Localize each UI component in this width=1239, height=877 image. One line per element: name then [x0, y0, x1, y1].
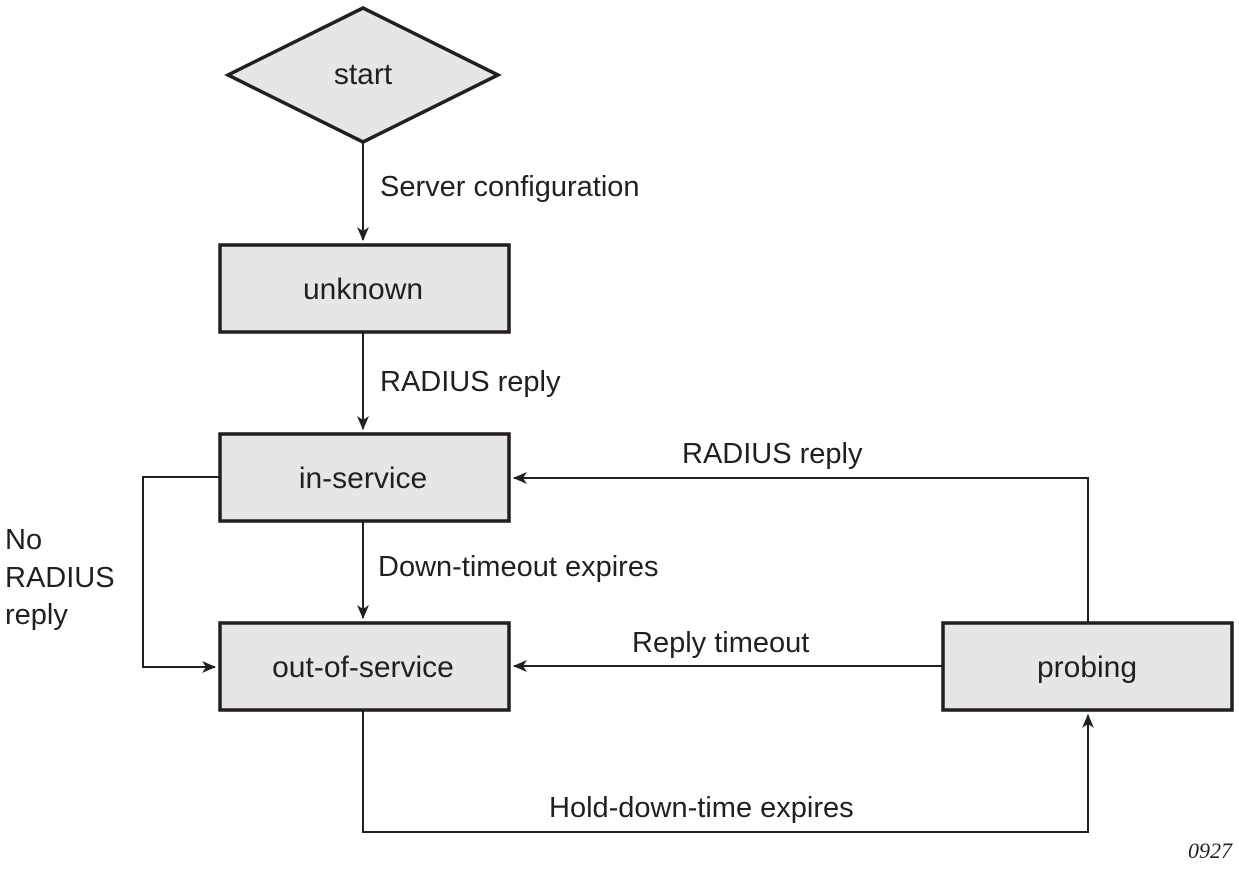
- node-start-label: start: [334, 58, 393, 91]
- node-out-of-service-label: out-of-service: [272, 651, 454, 684]
- node-unknown-label: unknown: [303, 273, 423, 306]
- edge-label-down-timeout: Down-timeout expires: [378, 551, 658, 583]
- unknown-box: [218, 243, 511, 334]
- edge-label-hold-down-time: Hold-down-time expires: [549, 792, 854, 824]
- node-in-service-label: in-service: [299, 462, 427, 495]
- node-probing: probing: [941, 621, 1234, 712]
- probing-box: [941, 621, 1234, 712]
- node-probing-label: probing: [1037, 651, 1137, 684]
- edge-no-radius-reply-loop: [142, 476, 220, 673]
- start-diamond: [224, 6, 502, 144]
- figure-id: 0927: [1188, 838, 1233, 863]
- edge-label-reply: reply: [5, 599, 68, 631]
- node-in-service: in-service: [218, 432, 511, 523]
- node-unknown: unknown: [218, 243, 511, 334]
- node-start: start: [224, 6, 502, 144]
- edge-label-radius: RADIUS: [5, 562, 115, 594]
- node-out-of-service: out-of-service: [218, 621, 511, 712]
- out-of-service-box: [218, 621, 511, 712]
- edge-label-server-configuration: Server configuration: [380, 171, 640, 203]
- edge-out-of-service-to-probing: [362, 710, 1094, 833]
- edge-label-radius-reply-down: RADIUS reply: [380, 366, 561, 398]
- edge-probing-to-in-service: [513, 472, 1089, 623]
- edge-label-reply-timeout: Reply timeout: [632, 627, 809, 659]
- edge-label-radius-reply-back: RADIUS reply: [682, 438, 863, 470]
- edge-label-no: No: [5, 524, 42, 556]
